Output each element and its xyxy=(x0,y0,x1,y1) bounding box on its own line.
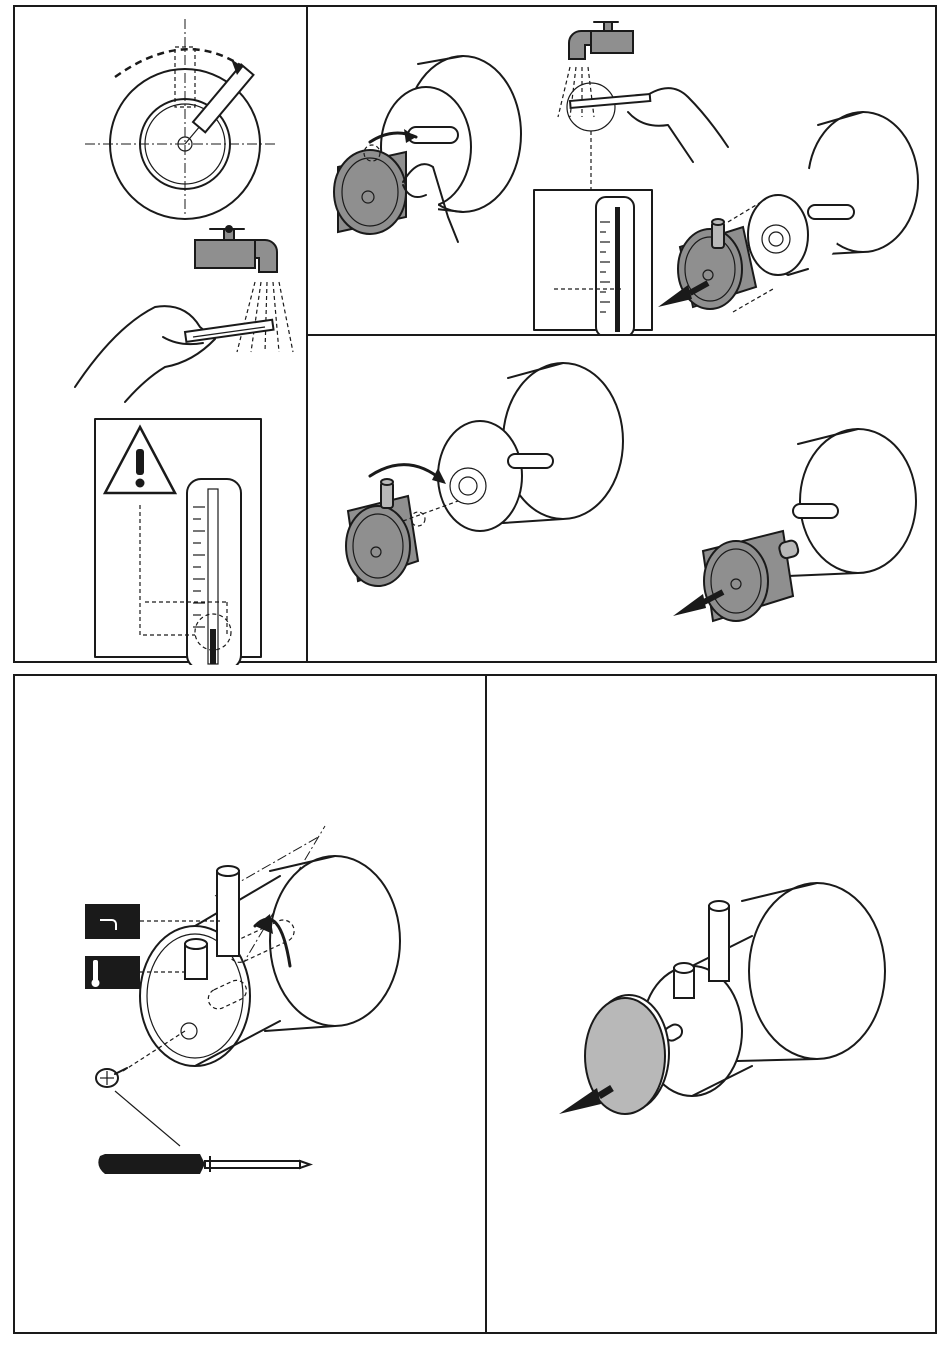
panel-step-1 xyxy=(13,5,308,663)
panel-step-3 xyxy=(306,334,937,663)
panel-step-5 xyxy=(485,674,937,1334)
step-4-illustration xyxy=(15,676,489,1336)
temperature-handle xyxy=(185,939,207,979)
valve-body xyxy=(438,363,623,531)
hand-icon xyxy=(75,306,215,402)
valve-top-view xyxy=(85,19,275,219)
lever-handle xyxy=(709,901,729,981)
thermometer-reading-box xyxy=(534,190,652,337)
screw-icon xyxy=(96,1068,127,1087)
water-stream xyxy=(237,282,293,352)
thermometer-icon xyxy=(93,960,98,982)
valve-body-right xyxy=(748,112,918,277)
step-1-illustration xyxy=(15,7,310,665)
thermometer-warning-box xyxy=(95,419,261,665)
push-arrow-icon xyxy=(658,285,692,307)
panel-step-2 xyxy=(306,5,937,336)
step-3-illustration xyxy=(308,336,939,665)
screwdriver-icon xyxy=(98,1154,310,1174)
faucet-icon xyxy=(569,22,633,59)
valve-assembled xyxy=(703,429,916,621)
faucet-icon xyxy=(195,225,277,272)
temperature-handle xyxy=(674,963,694,998)
lever-handle xyxy=(217,866,239,956)
push-arrow-icon xyxy=(559,1088,601,1114)
water-stream xyxy=(558,67,594,117)
step-2-illustration xyxy=(308,7,939,338)
push-arrow-icon xyxy=(673,594,706,616)
spindle-slot xyxy=(408,127,458,143)
panel-step-4 xyxy=(13,674,487,1334)
step-5-illustration xyxy=(487,676,939,1336)
